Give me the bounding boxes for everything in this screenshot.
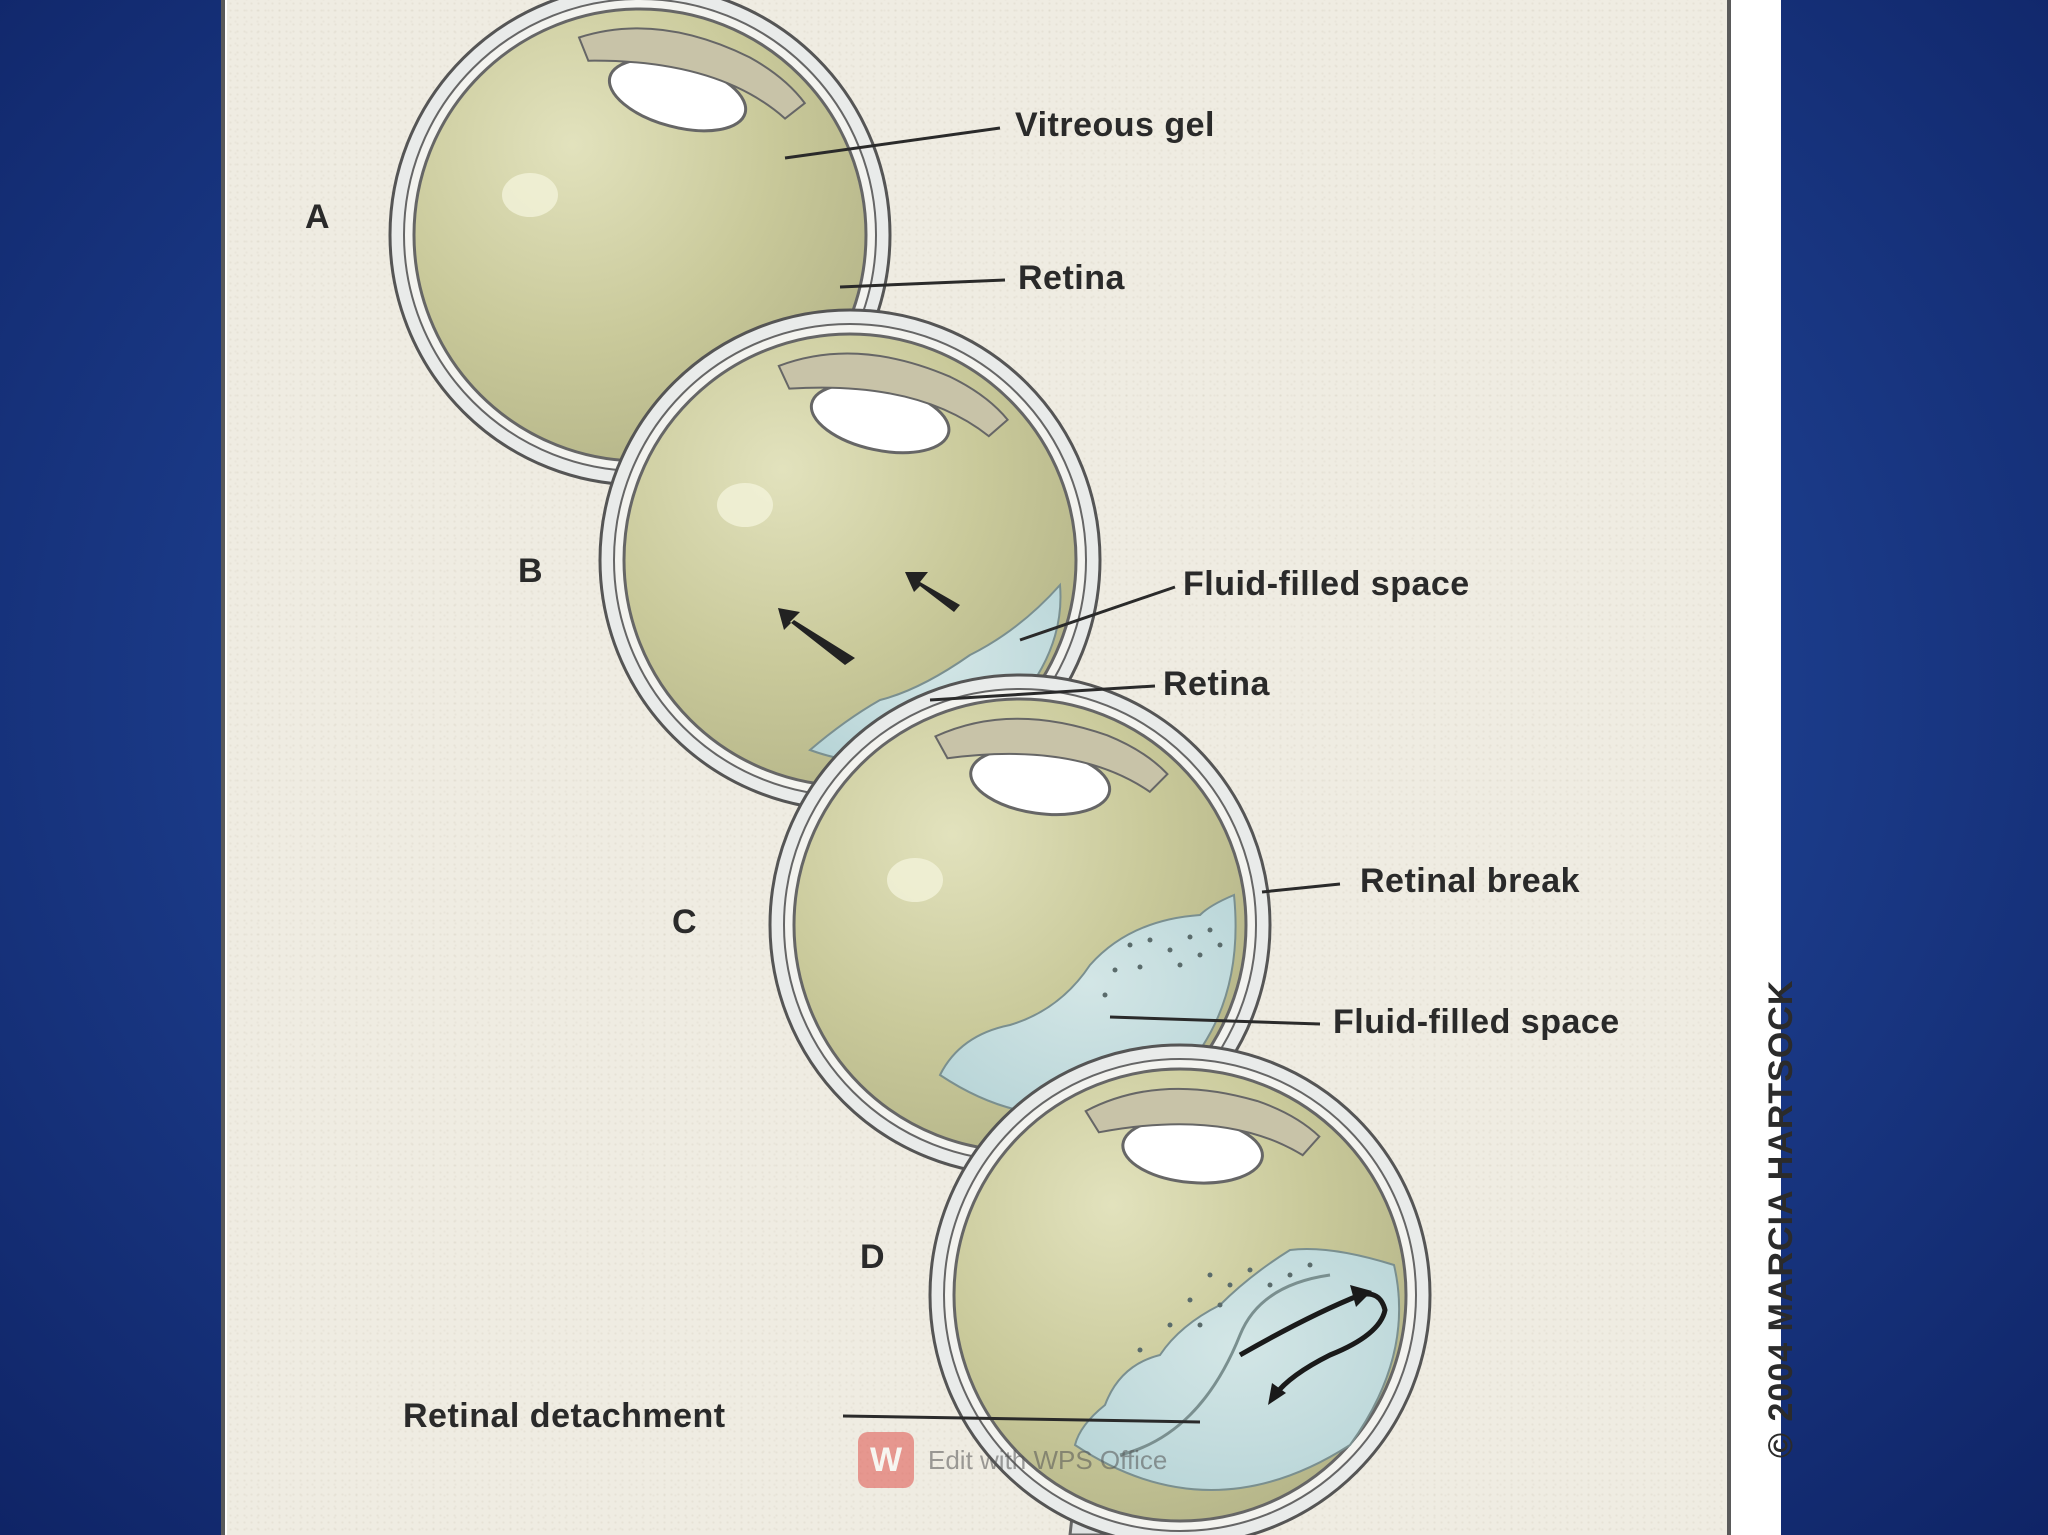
leader-fluid-b	[1019, 585, 1176, 642]
copyright-credit: © 2004 MARCIA HARTSOCK	[1762, 979, 1800, 1458]
label-fluid-filled-space-b: Fluid-filled space	[1183, 565, 1470, 603]
frame-left-border	[221, 0, 225, 1535]
detached-retina-fold	[1119, 1273, 1331, 1457]
leader-retina-b	[929, 684, 1156, 702]
arrow-icon	[1238, 1291, 1388, 1397]
label-vitreous-gel: Vitreous gel	[1015, 106, 1215, 144]
eye-b	[598, 308, 1102, 812]
leader-retinal-break	[1261, 882, 1341, 894]
leader-vitreous-gel	[784, 126, 1001, 160]
eye-d	[928, 1043, 1432, 1535]
label-retina-b: Retina	[1163, 665, 1270, 703]
leader-fluid-c	[1109, 1015, 1321, 1026]
leader-retina-a	[839, 278, 1006, 289]
arrow-icon	[778, 608, 855, 665]
fluid-pocket	[1073, 1248, 1401, 1491]
iris	[777, 352, 1010, 438]
panel-label-b: B	[518, 552, 544, 590]
panel-label-a: A	[305, 198, 331, 236]
panel-label-d: D	[860, 1238, 886, 1276]
label-retinal-break: Retinal break	[1360, 862, 1581, 900]
arrow-icon	[905, 572, 960, 612]
panel-label-c: C	[672, 903, 698, 941]
wps-watermark-text: Edit with WPS Office	[928, 1444, 1168, 1475]
iris	[934, 717, 1169, 794]
label-retinal-detachment: Retinal detachment	[403, 1397, 726, 1435]
leader-retinal-detachment	[842, 1414, 1201, 1424]
label-retina-a: Retina	[1018, 259, 1125, 297]
frame-right-border	[1727, 0, 1731, 1535]
leader-lines	[784, 126, 1341, 1424]
label-fluid-filled-space-c: Fluid-filled space	[1333, 1003, 1620, 1041]
iris	[1084, 1087, 1321, 1157]
wps-watermark: W Edit with WPS Office	[858, 1432, 1168, 1488]
wps-logo-icon: W	[858, 1432, 914, 1488]
iris	[577, 27, 807, 120]
